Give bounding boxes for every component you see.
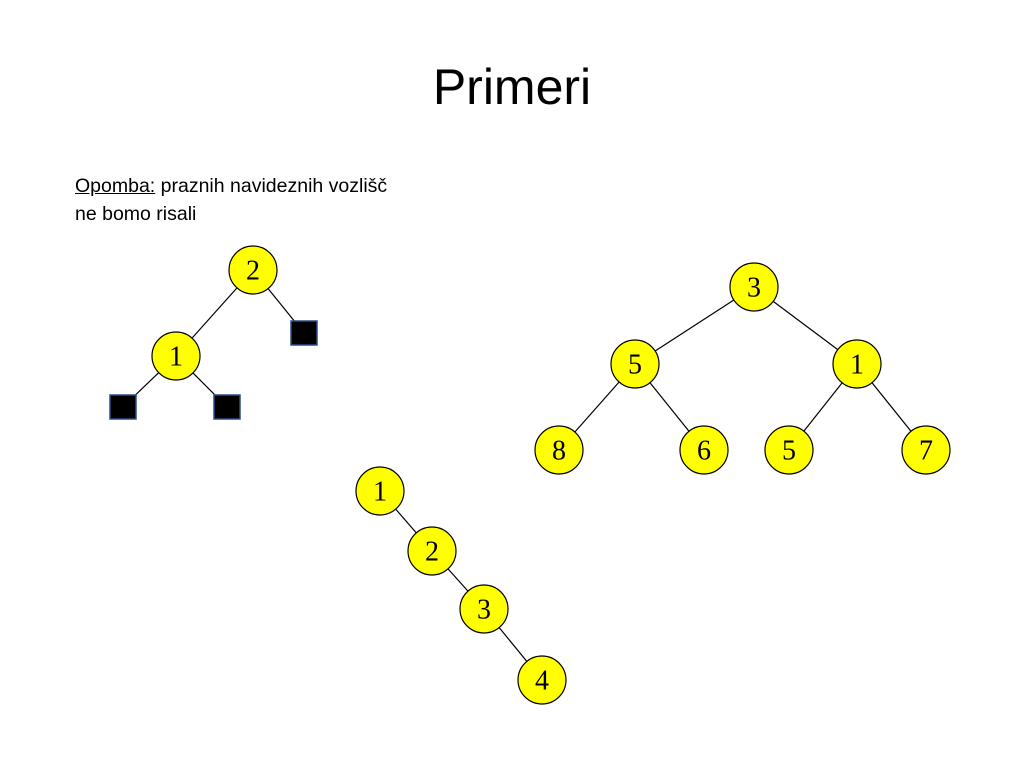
node-label: 2: [246, 256, 260, 287]
node-label: 5: [782, 436, 796, 467]
node-label: 1: [850, 350, 864, 381]
edges-layer: [131, 287, 912, 662]
empty-leaf-node: [109, 394, 137, 420]
tree-edge: [871, 382, 912, 432]
tree-edge: [803, 382, 843, 432]
node-circle: [901, 425, 951, 475]
node-label: 3: [477, 595, 491, 626]
node-label: 2: [425, 537, 439, 568]
node-label: 3: [747, 273, 761, 304]
node-circle: [729, 262, 779, 312]
tree-node: 6: [679, 425, 729, 475]
nodes-layer: 2 1 3 5 1 8 6 5 7 1 2 3 4: [109, 245, 951, 705]
slide-title: Primeri: [432, 59, 592, 115]
empty-leaf-square: [290, 320, 318, 346]
tree-node: 1: [355, 466, 405, 516]
node-circle: [151, 331, 201, 381]
node-label: 8: [552, 436, 566, 467]
node-circle: [679, 425, 729, 475]
empty-leaf-node: [213, 394, 241, 420]
tree-node: 7: [901, 425, 951, 475]
tree-edge: [574, 381, 620, 433]
tree-node: 5: [764, 425, 814, 475]
tree-edge: [395, 508, 417, 534]
node-circle: [534, 425, 584, 475]
node-circle: [355, 466, 405, 516]
tree-edge: [191, 287, 238, 339]
node-circle: [610, 339, 660, 389]
tree-edge: [267, 288, 297, 324]
node-circle: [764, 425, 814, 475]
node-label: 4: [535, 666, 549, 697]
empty-leaf-square: [109, 394, 137, 420]
tree-edge: [772, 300, 839, 351]
tree-edge: [447, 568, 469, 592]
tree-edge: [192, 372, 219, 399]
node-circle: [459, 584, 509, 634]
note-label: Opomba:: [75, 175, 156, 197]
node-label: 7: [919, 436, 933, 467]
tree-edge: [649, 382, 690, 432]
tree-edge: [131, 372, 160, 399]
node-circle: [517, 655, 567, 705]
note-text: Opomba: praznih navideznih vozlišč ne bo…: [75, 172, 405, 228]
empty-leaf-square: [213, 394, 241, 420]
node-label: 1: [373, 477, 387, 508]
tree-node: 8: [534, 425, 584, 475]
note-body: praznih navideznih vozlišč ne bomo risal…: [75, 175, 388, 225]
node-circle: [407, 526, 457, 576]
tree-node: 3: [729, 262, 779, 312]
node-circle: [832, 339, 882, 389]
tree-node: 1: [151, 331, 201, 381]
tree-node: 4: [517, 655, 567, 705]
tree-node: 1: [832, 339, 882, 389]
tree-node: 2: [407, 526, 457, 576]
tree-node: 5: [610, 339, 660, 389]
node-label: 1: [169, 342, 183, 373]
tree-edge: [498, 627, 528, 662]
node-label: 6: [697, 436, 711, 467]
empty-leaf-node: [290, 320, 318, 346]
tree-node: 3: [459, 584, 509, 634]
node-label: 5: [628, 350, 642, 381]
node-circle: [228, 245, 278, 295]
tree-node: 2: [228, 245, 278, 295]
tree-edge: [654, 299, 735, 352]
